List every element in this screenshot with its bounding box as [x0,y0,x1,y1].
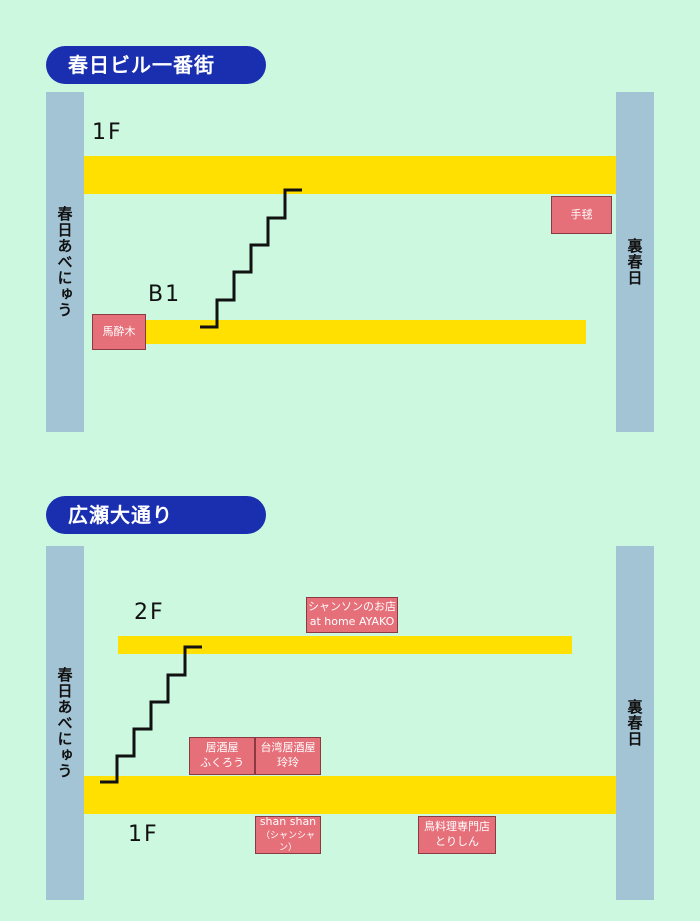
street-label-kasuga-avenue: 春日あべにゅう [55,206,74,318]
shop-reirei[interactable]: 台湾居酒屋 玲玲 [255,737,321,775]
shop-reirei-line2: 玲玲 [277,756,299,769]
street-pillar-right-2: 裏春日 [616,546,654,900]
shop-fukurou-line2: ふくろう [200,756,244,769]
shop-torishin-line2: とりしん [435,835,479,848]
shop-torishin[interactable]: 鳥料理専門店 とりしん [418,816,496,854]
shop-fukurou-line1: 居酒屋 [205,741,239,755]
corridor-b1 [130,320,586,344]
floor-label-2f: 2F [134,600,165,625]
floor-label-1f: 1F [92,120,123,145]
shop-at-home-ayako-line1: シャンソンのお店 [308,600,396,614]
street-pillar-left-2: 春日あべにゅう [46,546,84,900]
floor-label-1f-2: 1F [128,822,159,847]
corridor-1f [84,156,616,194]
street-pillar-right: 裏春日 [616,92,654,432]
shop-torishin-line1: 鳥料理専門店 [424,820,490,834]
shop-at-home-ayako-line2: at home AYAKO [309,615,395,628]
street-label-kasuga-avenue-2: 春日あべにゅう [55,667,74,779]
section-title-kasuga-building: 春日ビル一番街 [46,46,266,84]
shop-shan-shan-line1: shan shan [259,815,317,829]
section-title-hirose-dori: 広瀬大通り [46,496,266,534]
street-pillar-left: 春日あべにゅう [46,92,84,432]
shop-temari[interactable]: 手毬 [551,196,612,234]
shop-at-home-ayako[interactable]: シャンソンのお店 at home AYAKO [306,597,398,633]
shop-temari-label: 手毬 [570,207,593,221]
street-label-ura-kasuga-2: 裏春日 [625,699,644,747]
shop-shan-shan-line2: （シャンシャン） [260,831,315,854]
shop-asebi[interactable]: 馬酔木 [92,314,146,350]
staircase-1f-to-2f [100,645,202,784]
staircase-b1-to-1f [200,188,302,329]
street-label-ura-kasuga: 裏春日 [625,238,644,286]
shop-asebi-label: 馬酔木 [102,324,136,338]
corridor-1f-2 [84,776,616,814]
shop-shan-shan[interactable]: shan shan （シャンシャン） [255,815,321,854]
shop-reirei-line1: 台湾居酒屋 [260,741,316,755]
corridor-2f [118,636,572,654]
shop-fukurou[interactable]: 居酒屋 ふくろう [189,737,255,775]
floor-label-b1: B1 [148,282,182,307]
